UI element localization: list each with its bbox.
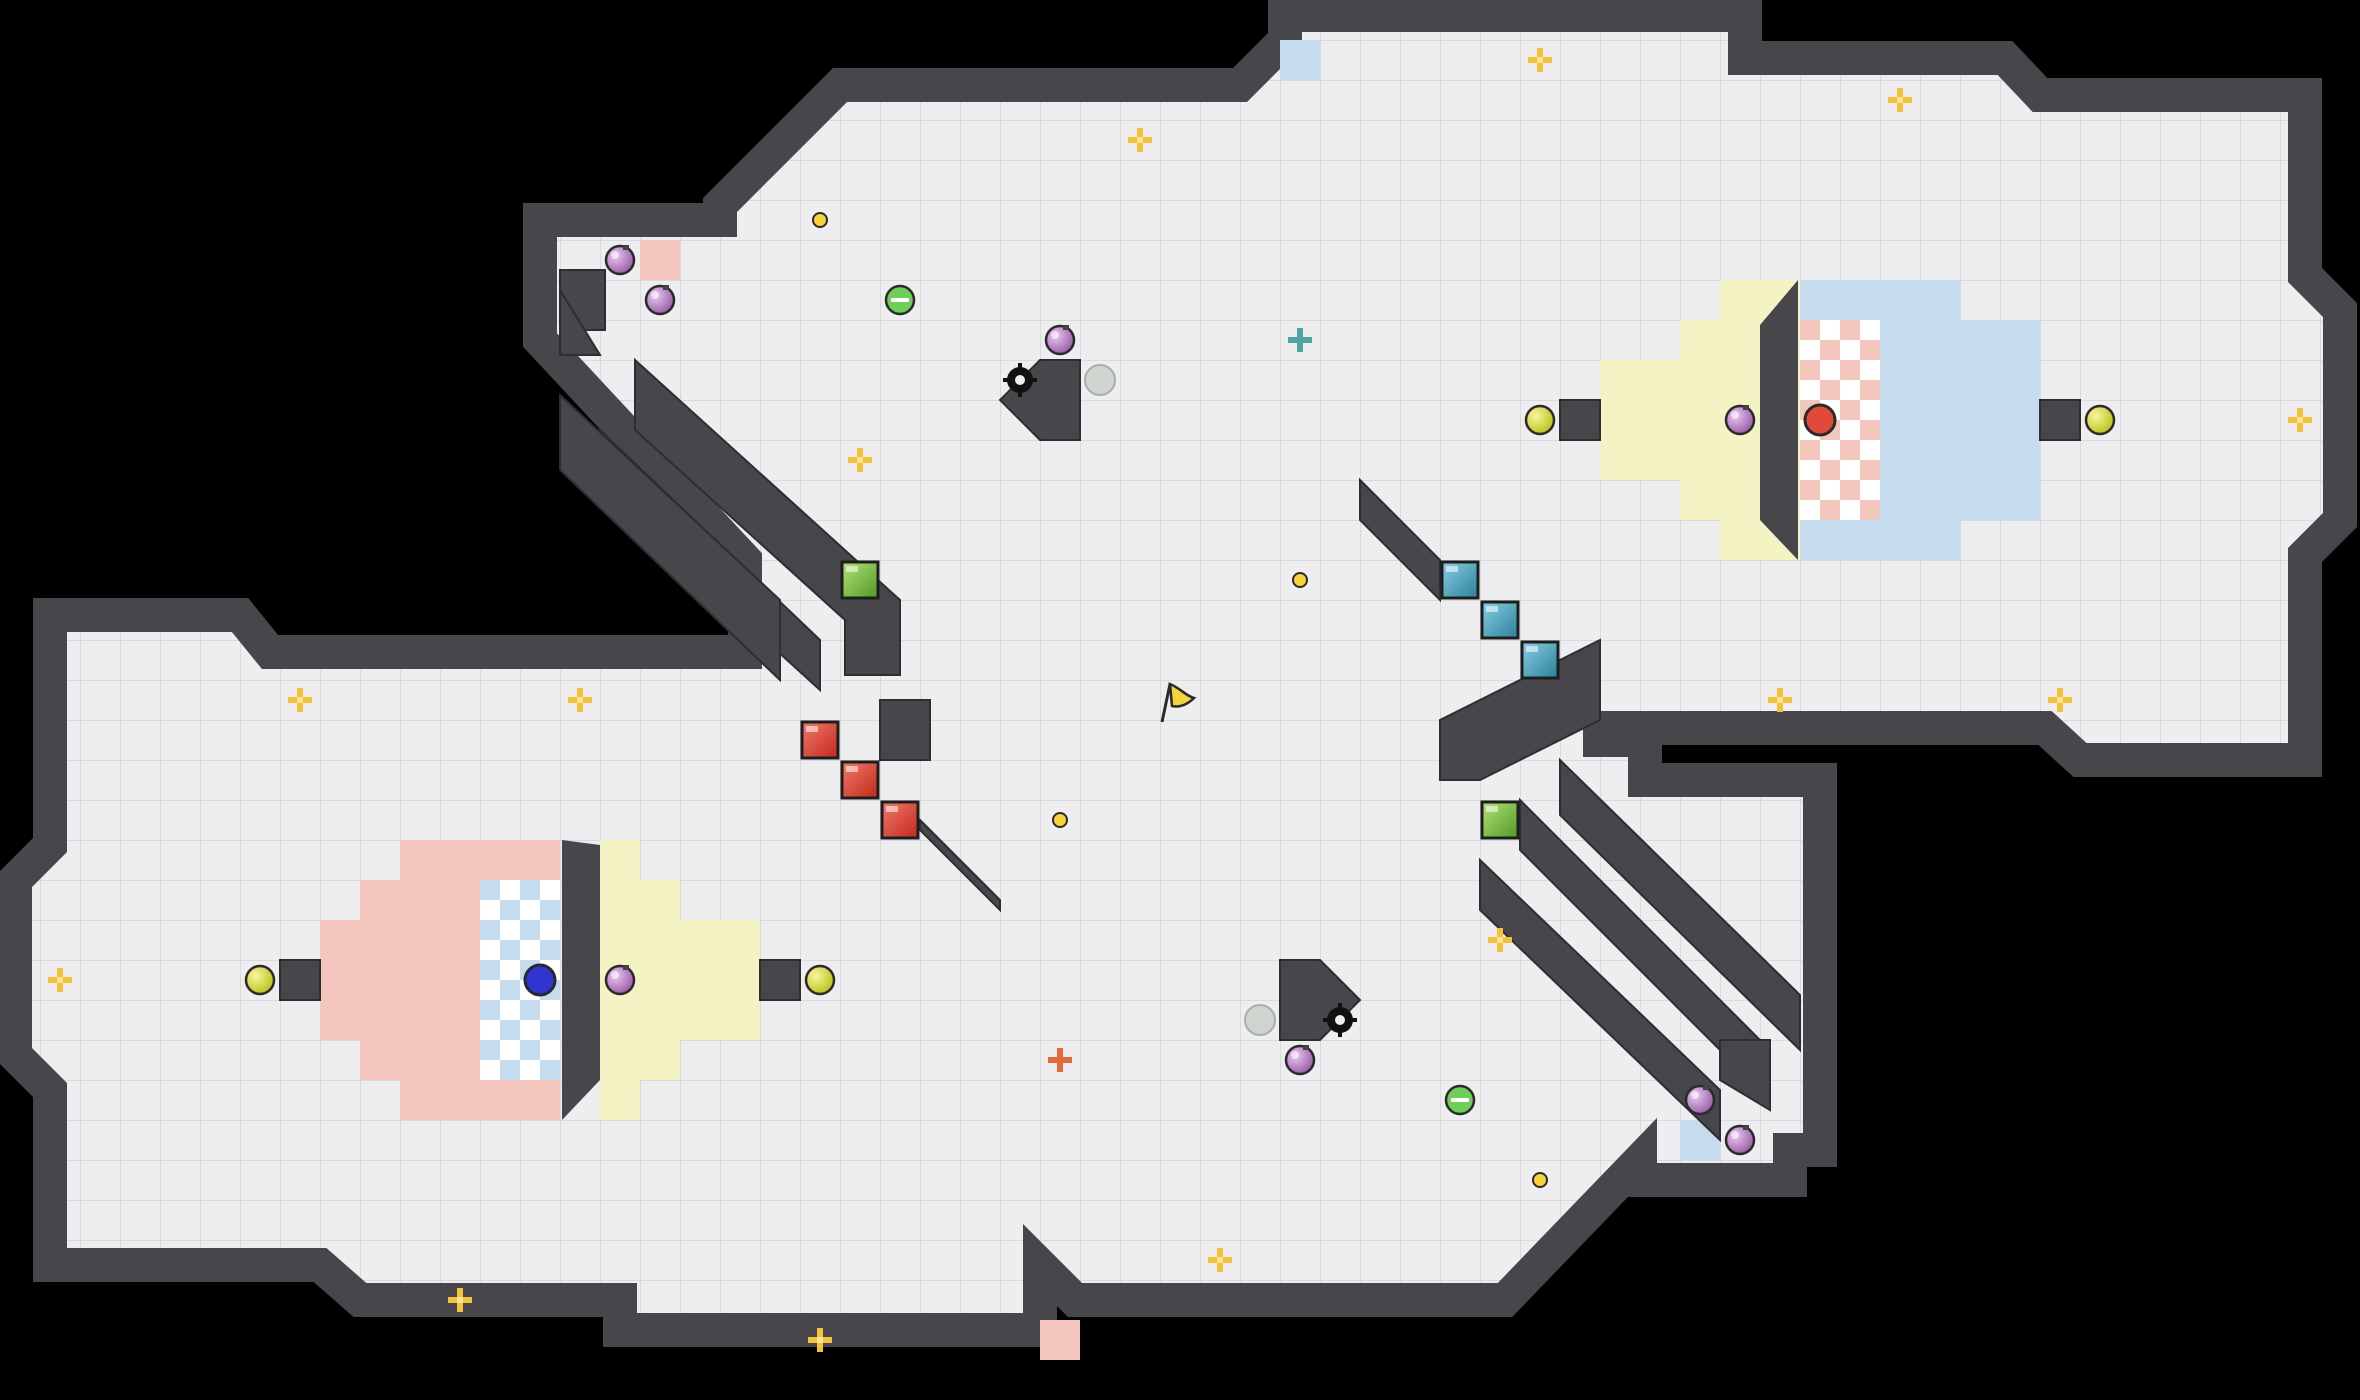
- marker-dot: [1292, 572, 1308, 588]
- portal-icon: [1244, 1004, 1276, 1036]
- green-gate-nw: [840, 560, 880, 600]
- red-gate-2: [840, 760, 880, 800]
- green-gate-se: [1480, 800, 1520, 840]
- blue-gate-1: [1440, 560, 1480, 600]
- powerup-icon: [1724, 1123, 1756, 1156]
- button-icon: [804, 964, 836, 996]
- blue-base-zone: [1600, 280, 2040, 560]
- portal-icon: [1084, 364, 1116, 396]
- powerup-icon: [1284, 1043, 1316, 1076]
- button-icon: [244, 964, 276, 996]
- red-boost-icon: [1048, 1048, 1072, 1072]
- powerup-icon: [1724, 403, 1756, 436]
- blue-base-block-left: [1559, 399, 1601, 441]
- red-base-block-left: [279, 959, 321, 1001]
- red-ball-icon: [1803, 403, 1837, 437]
- marker-dot: [812, 212, 828, 228]
- powerup-icon: [604, 243, 636, 276]
- button-icon: [1524, 404, 1556, 436]
- blue-gate-2: [1480, 600, 1520, 640]
- interior-walls: [559, 269, 1801, 1143]
- marker-dot: [1532, 1172, 1548, 1188]
- blue-gate-3: [1520, 640, 1560, 680]
- red-base-zone: [320, 840, 760, 1120]
- blue-tile-top: [1280, 40, 1320, 80]
- bomb-icon: [884, 284, 916, 316]
- red-base-block-right: [759, 959, 801, 1001]
- blue-ball-icon: [523, 963, 557, 997]
- powerup-icon: [604, 963, 636, 996]
- arena-floor: [0, 0, 2357, 1347]
- powerup-icon: [1684, 1083, 1716, 1116]
- button-icon: [2084, 404, 2116, 436]
- teal-boost-icon: [1288, 328, 1312, 352]
- marker-dot: [1052, 812, 1068, 828]
- red-gate-1: [800, 720, 840, 760]
- red-tile-nw: [640, 240, 680, 280]
- red-tile-bottom: [1040, 1320, 1080, 1360]
- powerup-icon: [1044, 323, 1076, 356]
- red-gate-3: [880, 800, 920, 840]
- bomb-icon: [1444, 1084, 1476, 1116]
- yellow-flag-icon: [1160, 682, 1197, 723]
- blue-base-block-right: [2039, 399, 2081, 441]
- powerup-icon: [644, 283, 676, 316]
